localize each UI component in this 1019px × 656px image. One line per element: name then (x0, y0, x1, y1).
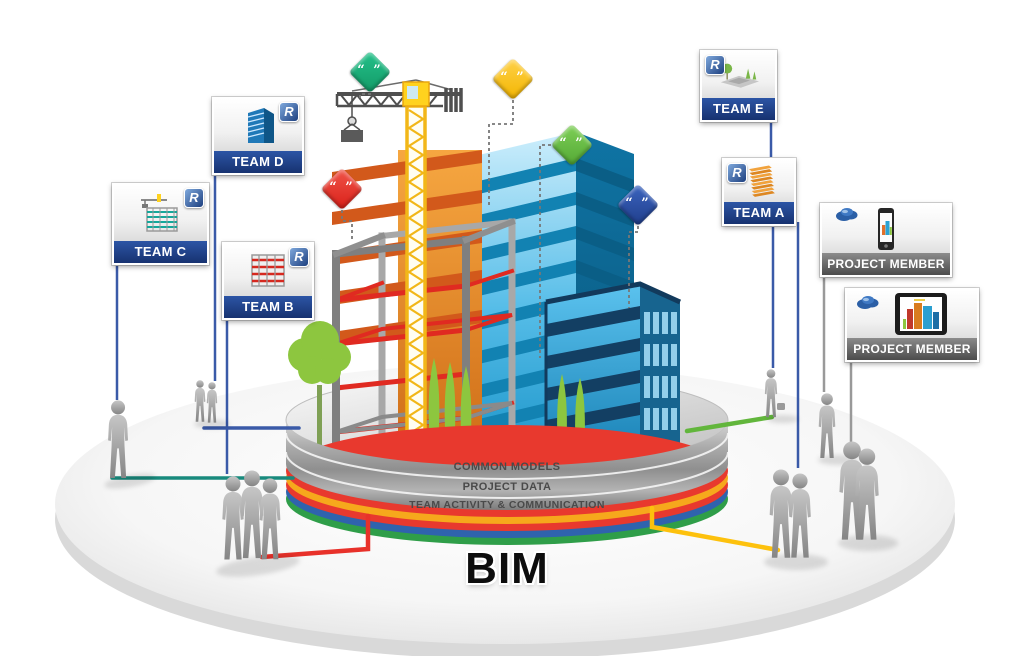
quote-marks: “ ” (559, 136, 585, 151)
platform-cylinder (286, 420, 728, 545)
floor-connection-lines (110, 414, 781, 560)
quote-marks: “ ” (357, 63, 383, 78)
project-member-label: PROJECT MEMBER (847, 338, 977, 360)
card-connection-lines (115, 118, 853, 474)
quote-marks: “ ” (329, 180, 355, 195)
briefcase (777, 403, 785, 410)
platform-layer-common-models: COMMON MODELS (453, 461, 561, 473)
revit-icon: R (279, 102, 299, 122)
platform-layer-team-activity: TEAM ACTIVITY & COMMUNICATION (409, 499, 605, 511)
team-a-floorplates-icon: R (724, 160, 794, 202)
team-a-label: TEAM A (724, 202, 794, 224)
bim-title: BIM (465, 544, 549, 593)
smartphone-icon (822, 205, 950, 253)
cloud-icon (857, 296, 879, 309)
speech-bubble-red: “ ” (320, 167, 364, 211)
team-c-structure-icon: R (114, 185, 207, 241)
revit-icon: R (184, 188, 204, 208)
speech-bubble-yellow: “ ” (491, 57, 535, 101)
quote-marks: “ ” (500, 70, 526, 85)
team-b-label: TEAM B (224, 296, 312, 318)
speech-bubble-connectors (341, 87, 639, 358)
cloud-icon (836, 208, 858, 221)
team-a-card: R TEAM A (722, 158, 796, 226)
team-e-card: R TEAM E (700, 50, 777, 122)
quote-marks: “ ” (625, 196, 651, 211)
team-d-card: R TEAM D (212, 97, 304, 175)
team-d-label: TEAM D (214, 151, 302, 173)
revit-icon: R (289, 247, 309, 267)
revit-icon: R (705, 55, 725, 75)
project-member-label: PROJECT MEMBER (822, 253, 950, 275)
speech-bubble-blue: “ ” (616, 183, 660, 227)
team-d-building-icon: R (214, 99, 302, 151)
project-member-tablet-card: PROJECT MEMBER (845, 288, 979, 362)
team-b-card: R TEAM B (222, 242, 314, 320)
team-e-siteplan-icon: R (702, 52, 775, 98)
navy-building (544, 281, 682, 452)
buildings-illustration (288, 79, 682, 470)
speech-bubble-green-tower: “ ” (550, 123, 594, 167)
team-b-frame-icon: R (224, 244, 312, 296)
team-e-label: TEAM E (702, 98, 775, 120)
platform-layer-project-data: PROJECT DATA (462, 481, 552, 493)
people-silhouettes (108, 369, 879, 560)
tablet-icon (847, 290, 977, 338)
team-c-card: R TEAM C (112, 183, 209, 265)
revit-icon: R (727, 163, 747, 183)
speech-bubble-green-crane: “ ” (348, 50, 392, 94)
team-c-label: TEAM C (114, 241, 207, 263)
project-member-phone-card: PROJECT MEMBER (820, 203, 952, 277)
